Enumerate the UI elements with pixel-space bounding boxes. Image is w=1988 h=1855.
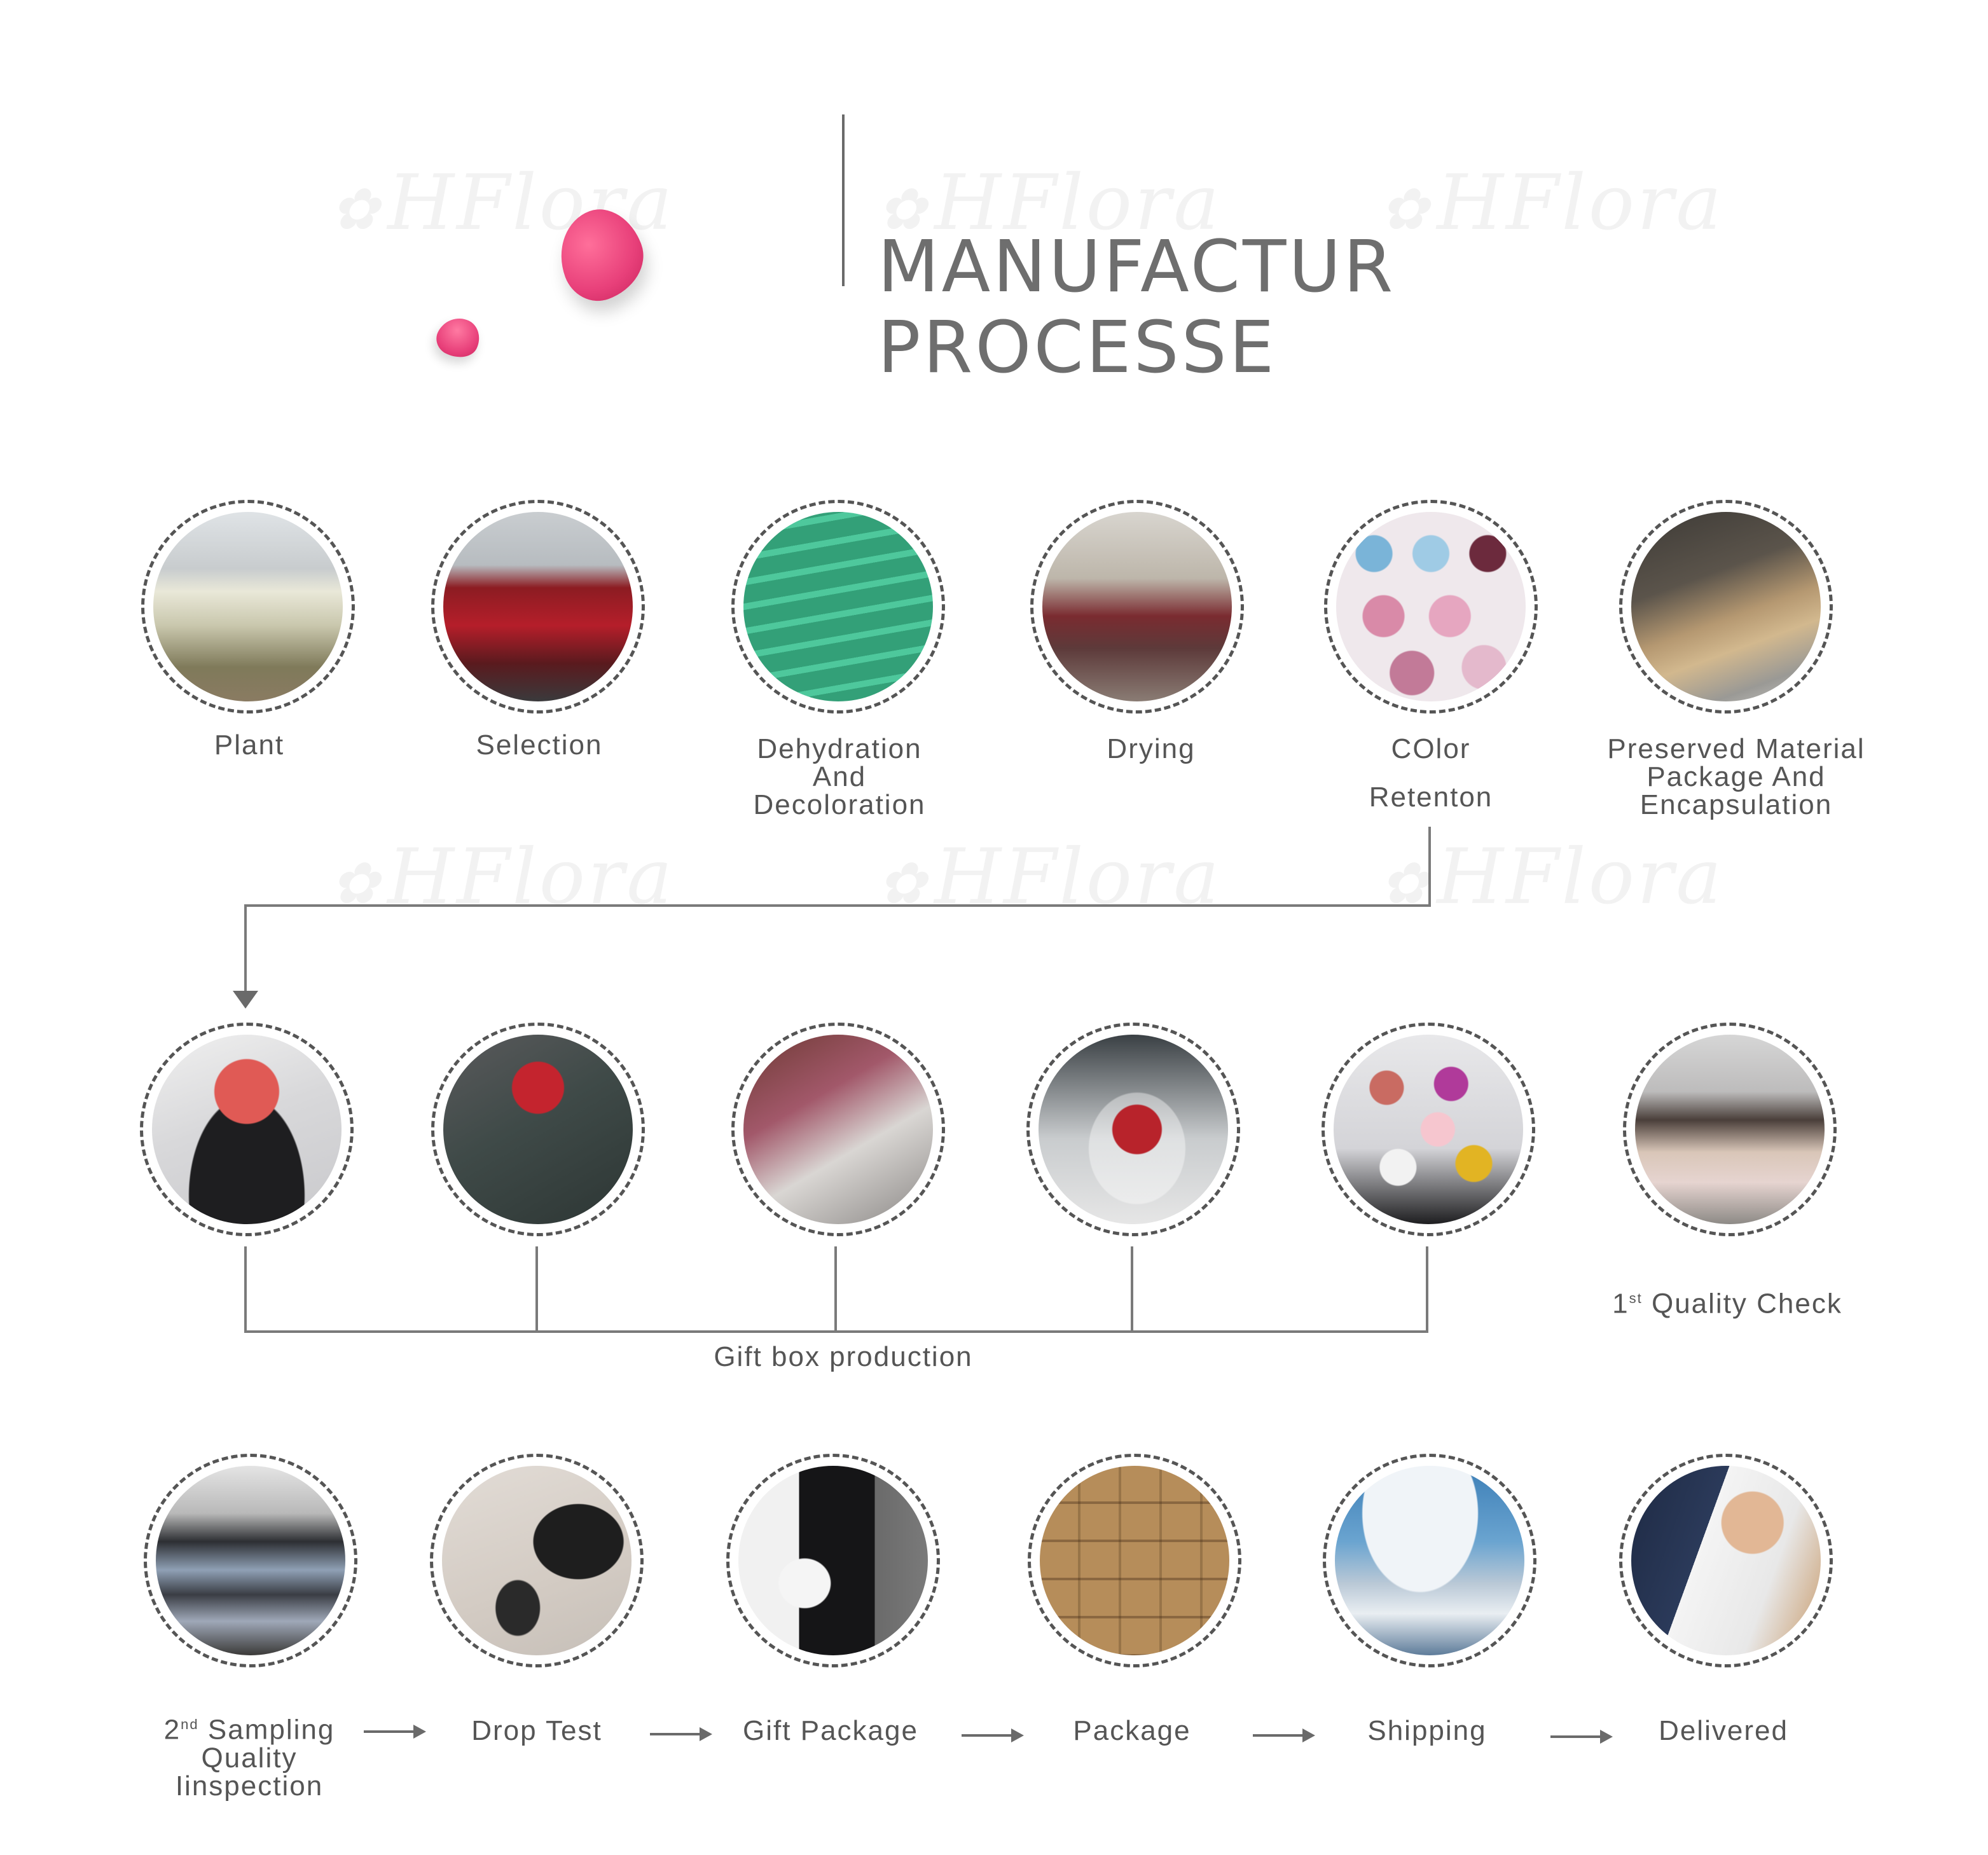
- rose-assembly-photo: [152, 1035, 342, 1224]
- step-sampling: [144, 1454, 357, 1667]
- step-label-dehydration: Dehydration And Decoloration: [753, 733, 926, 820]
- bracket-line: [1426, 1246, 1428, 1333]
- drop-test-photo: [442, 1466, 632, 1655]
- step-plant: [141, 500, 355, 714]
- delivered-photo: [1631, 1466, 1821, 1655]
- colored-roses-photo: [1336, 512, 1526, 701]
- bracket-line: [1131, 1246, 1133, 1333]
- petal-large-icon: [546, 198, 656, 311]
- greenhouse-photo: [153, 512, 343, 701]
- step-shipping: [1323, 1454, 1536, 1667]
- page-title-line1: MANUFACTUR: [878, 226, 1396, 308]
- step-gift-box-1: [140, 1023, 354, 1236]
- title-divider: [842, 114, 845, 286]
- shipping-photo: [1335, 1466, 1524, 1655]
- bracket-line: [244, 1330, 1428, 1333]
- step-label-sampling: 2nd Sampling Quality Iinspection: [163, 1714, 335, 1802]
- arrow-right-icon: [364, 1725, 426, 1739]
- step-label-color-retention: COlor Retenton: [1369, 733, 1493, 813]
- finished-domes-photo: [1334, 1035, 1523, 1224]
- step-label-drying: Drying: [1107, 733, 1196, 764]
- step-quality-check: [1623, 1023, 1837, 1236]
- arrow-right-icon: [1253, 1728, 1315, 1742]
- watermark-logo: ✿HFlora: [1380, 833, 1724, 921]
- petal-small-icon: [431, 310, 487, 365]
- step-label-drop-test: Drop Test: [471, 1715, 602, 1746]
- step-encapsulation: [1619, 500, 1833, 714]
- step-label-package: Package: [1073, 1715, 1191, 1746]
- connector-line: [1428, 827, 1431, 907]
- step-label-plant: Plant: [214, 729, 285, 761]
- watermark-logo: ✿HFlora: [878, 833, 1222, 921]
- connector-line: [244, 904, 1431, 907]
- step-gift-box-4: [1026, 1023, 1240, 1236]
- bracket-line: [244, 1246, 247, 1333]
- arrow-down-icon: [233, 991, 258, 1009]
- step-label-gift-package: Gift Package: [743, 1715, 918, 1746]
- gift-package-photo: [738, 1466, 928, 1655]
- step-gift-box-5: [1322, 1023, 1535, 1236]
- drying-room-photo: [1042, 512, 1232, 701]
- step-gift-package: [726, 1454, 940, 1667]
- step-color-retention: [1324, 500, 1538, 714]
- step-label-selection: Selection: [476, 729, 603, 761]
- step-label-shipping: Shipping: [1367, 1715, 1487, 1746]
- step-label-quality-check: 1st Quality Check: [1612, 1288, 1842, 1320]
- step-gift-box-2: [431, 1023, 645, 1236]
- package-boxes-photo: [1040, 1466, 1229, 1655]
- group-label-gift-box: Gift box production: [714, 1341, 973, 1372]
- step-dehydration: [731, 500, 945, 714]
- step-drop-test: [430, 1454, 644, 1667]
- red-roses-photo: [443, 512, 633, 701]
- arrow-right-icon: [1550, 1730, 1613, 1744]
- step-label-delivered: Delivered: [1659, 1715, 1788, 1746]
- arrow-right-icon: [962, 1728, 1024, 1742]
- watermark-logo: ✿HFlora: [331, 833, 675, 921]
- connector-line: [244, 904, 247, 993]
- green-trays-photo: [743, 512, 933, 701]
- step-selection: [431, 500, 645, 714]
- arrow-right-icon: [650, 1727, 712, 1741]
- sampling-shelves-photo: [156, 1466, 345, 1655]
- step-gift-box-3: [731, 1023, 945, 1236]
- watermark-logo: ✿HFlora: [1380, 159, 1724, 247]
- glass-dome-photo: [1039, 1035, 1228, 1224]
- step-label-encapsulation: Preserved Material Package And Encapsula…: [1607, 733, 1865, 820]
- packing-box-photo: [1631, 512, 1821, 701]
- quality-check-photo: [1635, 1035, 1825, 1224]
- page-title-line2: PROCESSE: [878, 307, 1277, 389]
- rose-stem-photo: [443, 1035, 633, 1224]
- bracket-line: [535, 1246, 538, 1333]
- step-drying: [1030, 500, 1244, 714]
- worker-glass-photo: [743, 1035, 933, 1224]
- step-package: [1028, 1454, 1241, 1667]
- step-delivered: [1619, 1454, 1833, 1667]
- bracket-line: [834, 1246, 837, 1333]
